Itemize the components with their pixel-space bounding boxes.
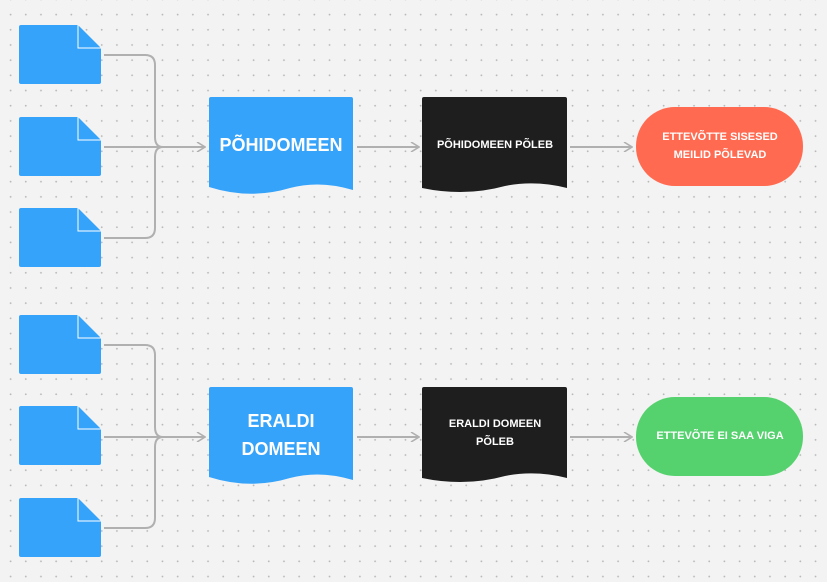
domain-document-shape[interactable] xyxy=(209,387,353,484)
connectors xyxy=(104,54,632,239)
flow-2 xyxy=(19,315,803,557)
file-icon[interactable] xyxy=(19,498,101,557)
outcome-label: ETTEVÕTTE SISESED MEILID PÕLEVAD xyxy=(662,131,778,161)
connectors xyxy=(104,344,632,529)
flow-1 xyxy=(19,25,803,267)
domain-label: ERALDI DOMEEN xyxy=(241,411,321,459)
domain-document-shape[interactable] xyxy=(209,97,353,194)
outcome-pill-shape[interactable] xyxy=(636,397,803,476)
file-icon[interactable] xyxy=(19,208,101,267)
file-icon[interactable] xyxy=(19,117,101,176)
file-icon[interactable] xyxy=(19,315,101,374)
event-document-shape[interactable] xyxy=(422,97,567,193)
event-label: PÕHIDOMEEN PÕLEB xyxy=(436,139,554,151)
outcome-pill-shape[interactable] xyxy=(636,107,803,186)
outcome-label: ETTEVÕTE EI SAA VIGA xyxy=(656,430,784,442)
event-label: ERALDI DOMEEN PÕLEB xyxy=(448,418,542,448)
event-document-shape[interactable] xyxy=(422,387,567,483)
file-icon[interactable] xyxy=(19,25,101,84)
domain-label: PÕHIDOMEEN xyxy=(219,135,343,155)
file-icon[interactable] xyxy=(19,406,101,465)
